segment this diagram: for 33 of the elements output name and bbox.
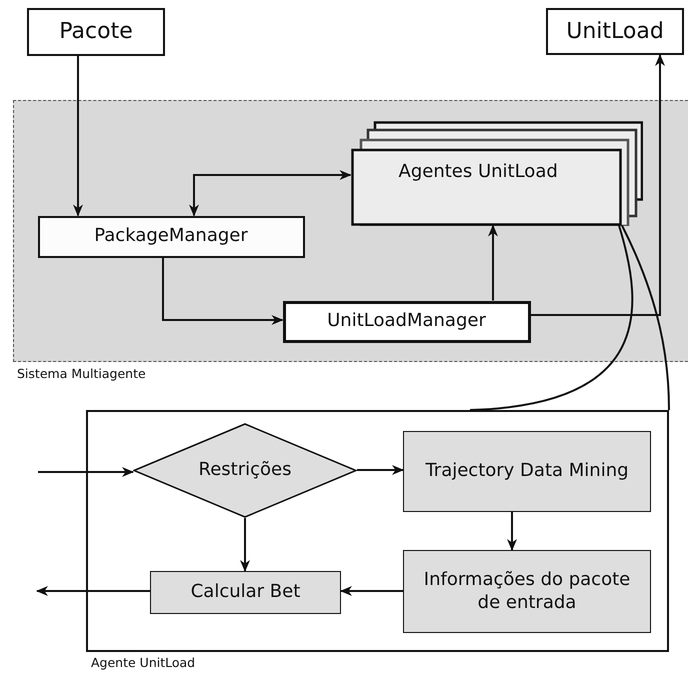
node-label: Agentes UnitLoad (398, 160, 558, 183)
node-label: Pacote (59, 18, 133, 46)
agent-stack (350, 120, 642, 226)
arrow (240, 518, 250, 572)
zoom-line (621, 225, 670, 410)
process-box (403, 550, 651, 633)
node-label: UnitLoad (566, 18, 664, 46)
arrow (488, 224, 498, 300)
arrow (36, 586, 150, 596)
process-box (38, 216, 304, 258)
node-label: Trajectory Data Mining (424, 460, 630, 483)
process-box (403, 431, 651, 512)
process-box (546, 8, 684, 55)
zoom-line (470, 225, 633, 411)
arrow (340, 586, 403, 596)
arrow (162, 258, 284, 325)
arrow (73, 56, 83, 216)
node-label: Informações do pacote de entrada (422, 569, 632, 614)
process-box (282, 300, 530, 342)
arrow (357, 465, 404, 475)
arrow (507, 512, 517, 551)
node-label: Calcular Bet (190, 581, 302, 604)
region-label: Sistema Multiagente (17, 366, 146, 381)
arrow (38, 467, 134, 477)
node-label: UnitLoadManager (326, 310, 487, 333)
process-box (150, 571, 341, 614)
node-label: Restrições (198, 459, 292, 482)
arrow (189, 170, 352, 216)
decision-diamond (133, 423, 357, 518)
process-box (27, 8, 165, 56)
arrow (530, 54, 665, 316)
node-label: PackageManager (93, 225, 249, 248)
region-label: Agente UnitLoad (91, 655, 196, 670)
